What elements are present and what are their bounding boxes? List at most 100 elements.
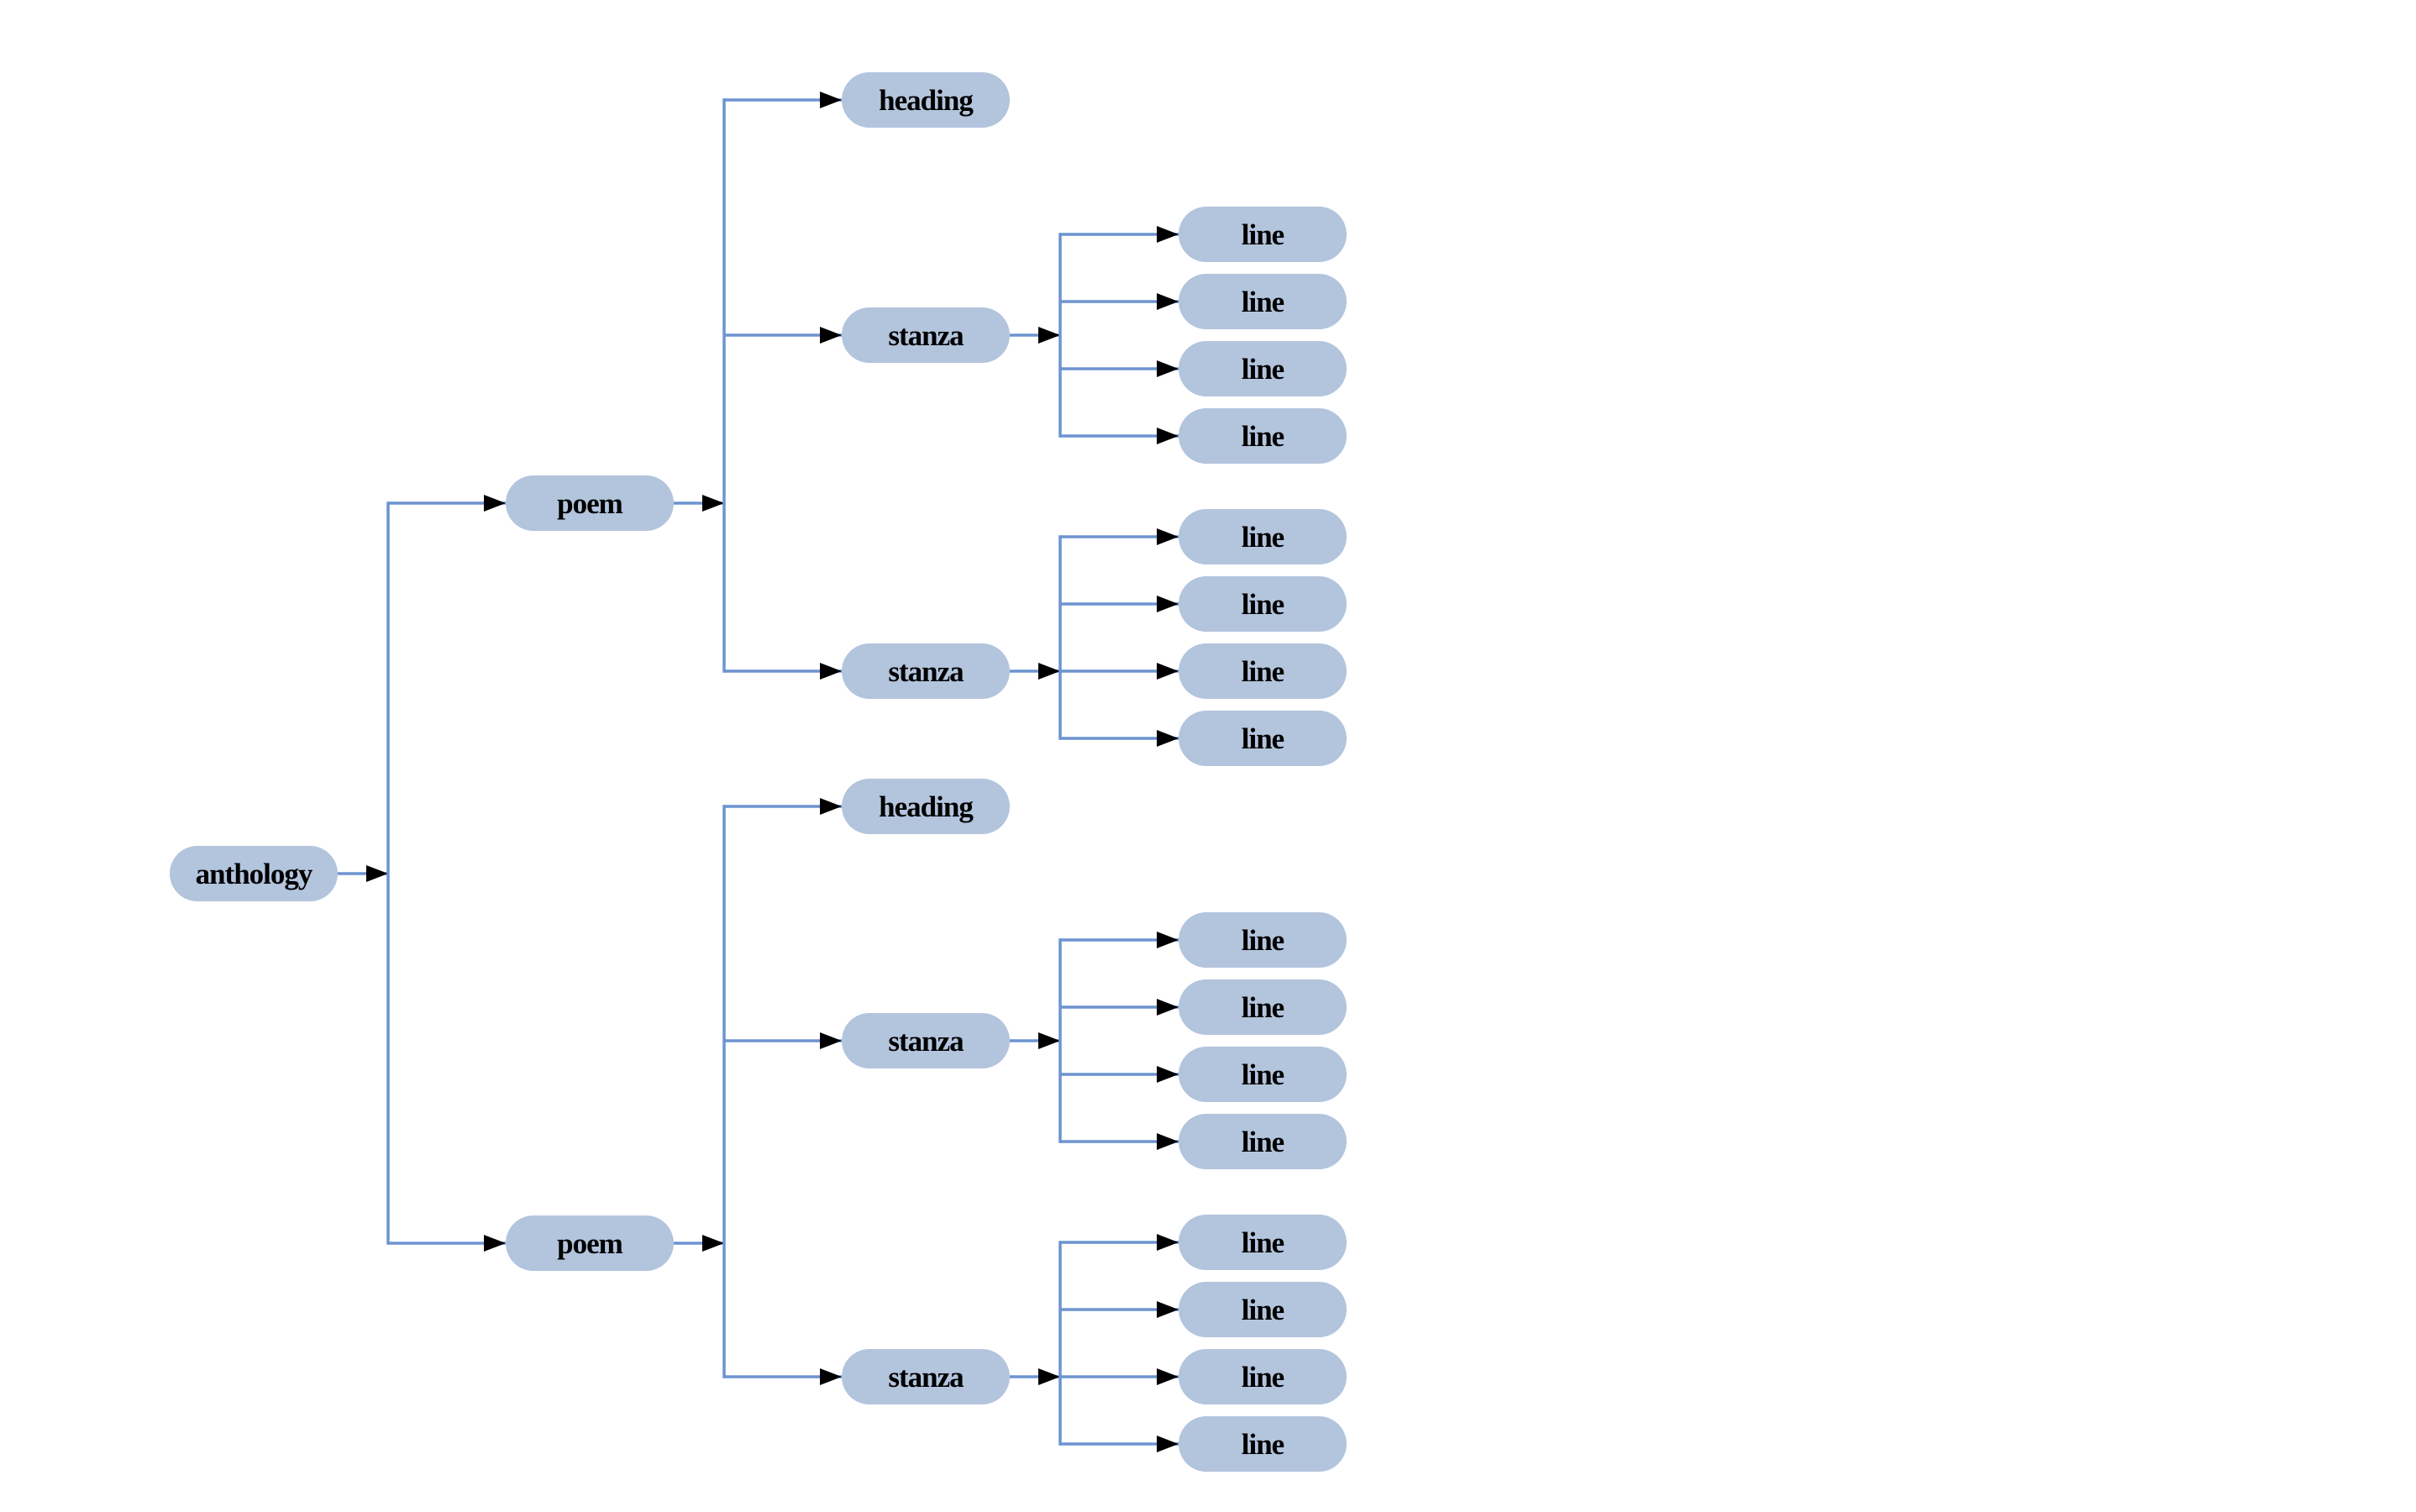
node-pill (1179, 207, 1347, 262)
node-pill (1179, 1416, 1347, 1472)
node-label: stanza (888, 1361, 964, 1394)
node-label: line (1242, 991, 1284, 1024)
arrowhead-icon (1157, 1066, 1179, 1083)
node-pill (1179, 341, 1347, 396)
node-pill (1179, 979, 1347, 1035)
node-label: line (1242, 924, 1284, 957)
arrowhead-icon (820, 92, 842, 108)
tree-node-line14: line (1179, 1282, 1347, 1337)
node-label: heading (879, 790, 974, 823)
arrowhead-icon (1157, 999, 1179, 1016)
node-pill (842, 779, 1010, 834)
node-label: line (1242, 1428, 1284, 1461)
tree-node-poem2: poem (506, 1215, 674, 1271)
node-label: line (1242, 1361, 1284, 1394)
node-label: line (1242, 1226, 1284, 1259)
tree-node-line11: line (1179, 1047, 1347, 1102)
node-label: anthology (196, 858, 313, 890)
node-label: line (1242, 353, 1284, 386)
tree-node-line10: line (1179, 979, 1347, 1035)
arrowhead-icon (820, 798, 842, 815)
node-pill (1179, 1047, 1347, 1102)
node-pill (1179, 274, 1347, 329)
tree-node-line7: line (1179, 643, 1347, 699)
arrowhead-icon (366, 865, 388, 882)
tree-node-poem1: poem (506, 475, 674, 531)
node-pill (1179, 1349, 1347, 1404)
node-pill (842, 1349, 1010, 1404)
node-pill (170, 846, 338, 901)
node-label: line (1242, 1058, 1284, 1091)
arrowhead-icon (702, 1235, 724, 1252)
tree-node-stanza1: stanza (842, 307, 1010, 363)
node-pill (1179, 912, 1347, 968)
tree-node-line1: line (1179, 207, 1347, 262)
arrowhead-icon (702, 495, 724, 512)
node-pill (1179, 576, 1347, 632)
tree-node-stanza4: stanza (842, 1349, 1010, 1404)
node-pill (506, 475, 674, 531)
tree-node-anthology: anthology (170, 846, 338, 901)
arrowhead-icon (820, 1368, 842, 1385)
tree-node-line9: line (1179, 912, 1347, 968)
arrowhead-icon (484, 1235, 506, 1252)
arrowhead-icon (1157, 226, 1179, 243)
node-label: line (1242, 1294, 1284, 1326)
tree-node-line13: line (1179, 1215, 1347, 1270)
arrowhead-icon (820, 327, 842, 344)
arrowhead-icon (484, 495, 506, 512)
node-label: stanza (888, 1025, 964, 1058)
arrowhead-icon (820, 663, 842, 680)
node-pill (1179, 1114, 1347, 1169)
node-label: line (1242, 521, 1284, 554)
node-pill (1179, 408, 1347, 464)
arrowhead-icon (1157, 1234, 1179, 1251)
arrowhead-icon (1157, 596, 1179, 612)
arrowhead-icon (1157, 1368, 1179, 1385)
tree-node-line15: line (1179, 1349, 1347, 1404)
arrowhead-icon (1038, 1368, 1060, 1385)
node-pill (1179, 509, 1347, 564)
tree-node-line3: line (1179, 341, 1347, 396)
node-pill (1179, 711, 1347, 766)
node-pill (842, 307, 1010, 363)
node-label: line (1242, 655, 1284, 688)
tree-node-heading1: heading (842, 72, 1010, 128)
arrowhead-icon (1157, 360, 1179, 377)
arrowhead-icon (820, 1032, 842, 1049)
node-pill (1179, 643, 1347, 699)
node-label: stanza (888, 319, 964, 352)
node-pill (1179, 1215, 1347, 1270)
node-pill (842, 72, 1010, 128)
node-label: poem (557, 1227, 623, 1260)
arrowhead-icon (1157, 293, 1179, 310)
node-label: stanza (888, 655, 964, 688)
node-label: line (1242, 1126, 1284, 1158)
arrowhead-icon (1038, 327, 1060, 344)
arrowhead-icon (1038, 663, 1060, 680)
node-label: line (1242, 588, 1284, 621)
tree-node-line16: line (1179, 1416, 1347, 1472)
tree-node-line4: line (1179, 408, 1347, 464)
tree-node-stanza2: stanza (842, 643, 1010, 699)
arrowhead-icon (1157, 730, 1179, 747)
node-label: line (1242, 286, 1284, 318)
tree-node-line5: line (1179, 509, 1347, 564)
arrowhead-icon (1157, 663, 1179, 680)
node-pill (1179, 1282, 1347, 1337)
arrowhead-icon (1157, 932, 1179, 948)
node-label: line (1242, 722, 1284, 755)
tree-node-heading2: heading (842, 779, 1010, 834)
node-pill (506, 1215, 674, 1271)
arrowhead-icon (1157, 1301, 1179, 1318)
arrowhead-icon (1157, 1133, 1179, 1150)
node-label: line (1242, 420, 1284, 453)
node-label: heading (879, 84, 974, 117)
tree-node-line8: line (1179, 711, 1347, 766)
arrowhead-icon (1038, 1032, 1060, 1049)
arrowhead-icon (1157, 528, 1179, 545)
node-pill (842, 643, 1010, 699)
tree-node-line6: line (1179, 576, 1347, 632)
